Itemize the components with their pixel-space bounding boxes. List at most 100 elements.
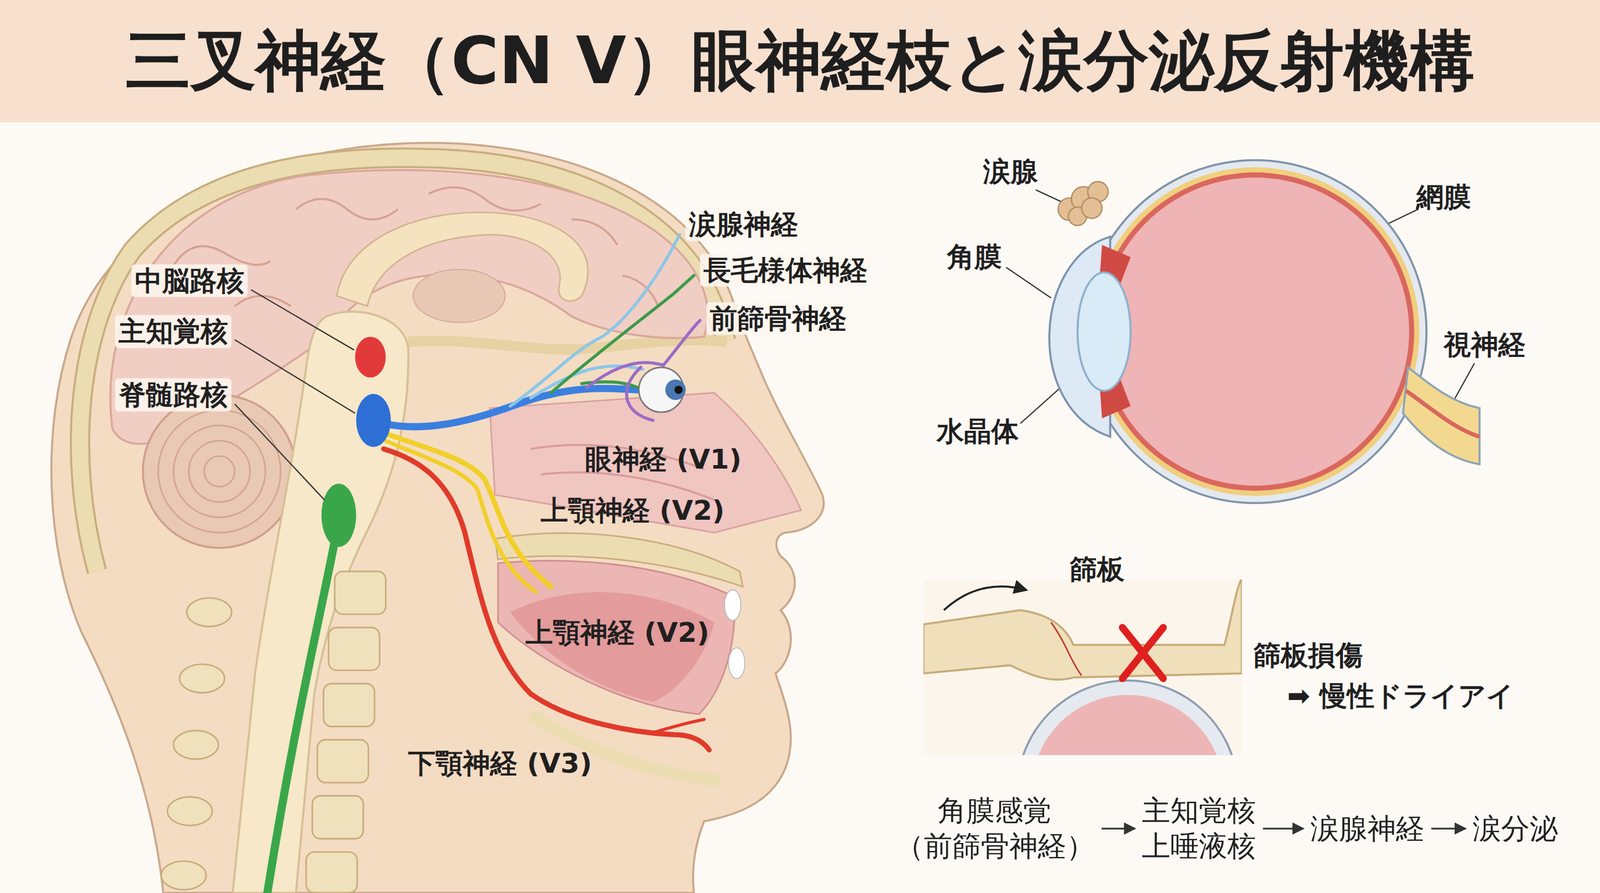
nasal-cavity xyxy=(489,393,801,533)
vertebra xyxy=(334,571,387,615)
part-label: 上顎神経 (V2) xyxy=(537,493,728,527)
title-band xyxy=(0,0,1600,123)
vertebra xyxy=(328,627,380,671)
cerebellum xyxy=(204,455,235,487)
flow-step: 角膜感覚（前篩骨神経） xyxy=(890,790,1100,867)
oral-cavity xyxy=(728,647,745,679)
flow-step: 涙分泌 xyxy=(1468,808,1563,849)
part-label: 下顎神経 (V3) xyxy=(404,747,596,780)
part-label: 前篩骨神経 xyxy=(706,301,850,335)
cribriform-inset xyxy=(1051,622,1082,676)
eye-cross-section xyxy=(1405,390,1480,437)
eye-cross-section xyxy=(1402,367,1480,465)
part-label: 中脳路核 xyxy=(131,263,248,297)
cribriform-inset xyxy=(923,579,1242,680)
brain xyxy=(571,219,618,245)
leader-line xyxy=(234,404,325,500)
oral-cavity xyxy=(724,589,741,621)
cerebellum xyxy=(173,425,266,518)
flow-arrow xyxy=(1431,827,1466,830)
cerebellum xyxy=(143,394,296,548)
flow-step: 涙腺神経 xyxy=(1305,808,1430,849)
step-text: （前篩骨神経） xyxy=(895,828,1095,864)
part-label: 視神経 xyxy=(1440,328,1530,362)
trigeminal-nuclei xyxy=(321,483,357,548)
brainstem xyxy=(232,311,409,893)
part-label: 脊髄路核 xyxy=(115,378,232,412)
vertebra xyxy=(161,861,206,890)
part-label: ➡ 慢性ドライアイ xyxy=(1283,679,1518,713)
cribriform-inset xyxy=(1031,694,1224,756)
vertebra xyxy=(173,730,219,760)
part-label: 主知覚核 xyxy=(115,315,232,348)
eyeball-small xyxy=(638,367,684,413)
trigeminal-nuclei xyxy=(321,336,391,548)
vertebra xyxy=(323,683,375,727)
vertebra xyxy=(167,797,213,826)
step-text: 主知覚核 xyxy=(1141,793,1256,829)
trigeminal-nerves xyxy=(652,719,705,733)
eye-cross-section xyxy=(1083,160,1427,504)
flow-arrow xyxy=(1101,827,1136,830)
leader-line xyxy=(1454,363,1475,400)
part-label: 涙腺神経 xyxy=(685,208,802,241)
cerebellum xyxy=(158,410,281,534)
eye-cross-section xyxy=(1077,272,1131,392)
vertebra xyxy=(186,597,232,627)
brain xyxy=(413,269,506,323)
flow-arrow xyxy=(1262,827,1304,830)
trigeminal-nuclei xyxy=(356,393,392,447)
eyeball-small xyxy=(665,379,686,400)
eye-cross-section xyxy=(1058,181,1109,225)
brainstem xyxy=(232,311,409,893)
brain xyxy=(110,169,708,444)
brain xyxy=(173,245,271,266)
brain xyxy=(428,187,541,211)
title-bar: 三叉神経（CN V）眼神経枝と涙分泌反射機構 xyxy=(0,0,1600,123)
cribriform-inset xyxy=(1122,627,1164,679)
step-text: 角膜感覚 xyxy=(937,793,1052,829)
brain xyxy=(295,198,399,220)
trigeminal-nerves xyxy=(663,320,700,366)
eye-cross-section xyxy=(1101,177,1410,486)
title-band xyxy=(0,0,1600,123)
cerebellum xyxy=(143,394,296,548)
cerebellum xyxy=(188,440,250,502)
part-label: 角膜 xyxy=(943,240,1006,274)
eye-cross-section xyxy=(1090,167,1420,496)
eye-cross-section xyxy=(1081,197,1102,219)
step-text: 涙分泌 xyxy=(1472,811,1559,847)
leader-line xyxy=(234,339,356,413)
vertebra xyxy=(306,851,358,893)
vertebra xyxy=(179,664,225,694)
step-text: 上唾液核 xyxy=(1141,828,1256,864)
cribriform-inset xyxy=(1017,680,1238,756)
brain xyxy=(234,295,292,307)
title: 三叉神経（CN V）眼神経枝と涙分泌反射機構 xyxy=(125,17,1475,106)
eyeball-small xyxy=(638,367,687,413)
eyeball-small xyxy=(674,385,683,394)
trigeminal-nuclei xyxy=(355,336,387,378)
cribriform-inset xyxy=(1122,627,1164,679)
part-label: 網膜 xyxy=(1412,180,1475,214)
flow-step: 主知覚核上唾液核 xyxy=(1137,790,1261,867)
step-text: 涙腺神経 xyxy=(1310,811,1425,847)
cerebellum xyxy=(158,410,281,534)
cribriform-inset xyxy=(943,586,1025,611)
part-label: 篩板 xyxy=(1066,552,1128,586)
cribriform-inset xyxy=(923,579,1242,756)
part-label: 上顎神経 (V2) xyxy=(522,616,713,649)
part-label: 涙腺 xyxy=(979,155,1042,188)
oral-cavity xyxy=(510,591,715,702)
vertebra xyxy=(312,795,364,839)
eye-cross-section xyxy=(1095,172,1415,492)
nasal-cavity xyxy=(489,393,801,533)
trigeminal-nerves xyxy=(267,234,710,893)
part-label: 長毛様体神経 xyxy=(700,254,871,287)
cribriform-inset xyxy=(1122,627,1164,679)
trigeminal-nerves xyxy=(385,433,551,587)
part-label: 篩板損傷 xyxy=(1250,638,1367,672)
oral-cavity xyxy=(498,560,735,714)
